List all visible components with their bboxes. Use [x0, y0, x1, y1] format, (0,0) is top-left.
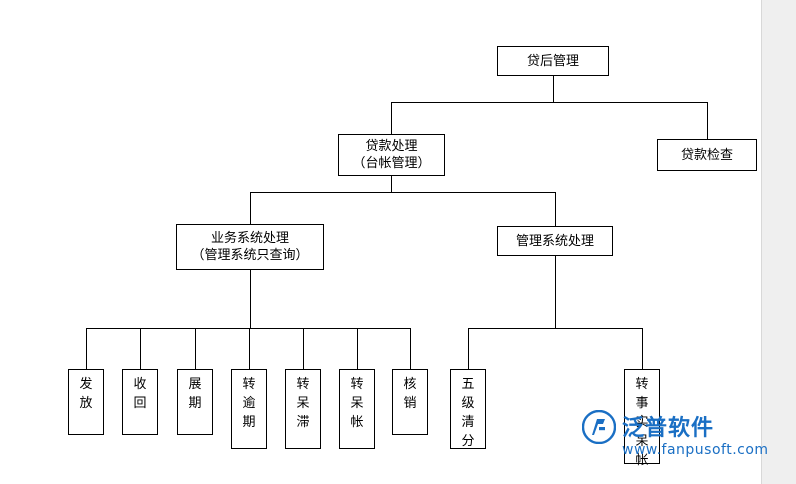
watermark: 泛普软件 www.fanpusoft.com	[582, 408, 768, 470]
edge-to-management-system	[555, 192, 556, 226]
brand-logo-icon	[582, 410, 616, 444]
edge-business-leaf-7	[410, 328, 411, 369]
edge-management-system-stem	[555, 256, 556, 328]
node-business-system: 业务系统处理 （管理系统只查询）	[176, 224, 324, 270]
edge-loan-processing-bus	[250, 192, 555, 193]
edge-business-leaf-3	[195, 328, 196, 369]
node-business-system-label: 业务系统处理 （管理系统只查询）	[191, 231, 309, 263]
edge-business-system-stem	[250, 270, 251, 328]
leaf-to-baddebt-label: 转呆帐	[350, 377, 364, 430]
edge-root-to-loan-processing	[391, 102, 392, 134]
edge-management-leaf-1	[468, 328, 469, 369]
leaf-writeoff-label: 核销	[403, 377, 417, 411]
leaf-recover: 收回	[122, 369, 158, 435]
leaf-to-overdue: 转逾期	[231, 369, 267, 449]
edge-business-leaf-bus	[86, 328, 411, 329]
edge-business-leaf-2	[140, 328, 141, 369]
leaf-extension-label: 展期	[188, 377, 202, 411]
node-loan-processing: 贷款处理 （台帐管理）	[338, 134, 445, 176]
node-root: 贷后管理	[497, 46, 609, 76]
leaf-to-baddebt: 转呆帐	[339, 369, 375, 449]
leaf-issue-label: 发放	[79, 377, 93, 411]
node-loan-processing-label: 贷款处理 （台帐管理）	[352, 139, 431, 171]
node-management-system: 管理系统处理	[497, 226, 613, 256]
leaf-writeoff: 核销	[392, 369, 428, 435]
leaf-to-overdue-label: 转逾期	[242, 377, 256, 430]
edge-root-stem	[553, 76, 554, 102]
page-right-margin-strip	[761, 0, 796, 484]
edge-business-leaf-5	[303, 328, 304, 369]
edge-management-leaf-bus	[468, 328, 643, 329]
leaf-five-category-label: 五级清分	[461, 377, 475, 449]
leaf-issue: 发放	[68, 369, 104, 435]
edge-business-leaf-4	[249, 328, 250, 369]
leaf-to-sluggish: 转呆滞	[285, 369, 321, 449]
leaf-five-category: 五级清分	[450, 369, 486, 449]
edge-root-bus	[391, 102, 707, 103]
edge-to-business-system	[250, 192, 251, 224]
edge-root-to-loan-inspection	[707, 102, 708, 139]
leaf-to-actual-baddebt-label: 转事实呆帐	[635, 377, 649, 468]
leaf-recover-label: 收回	[133, 377, 147, 411]
node-management-system-label: 管理系统处理	[515, 233, 594, 249]
edge-business-leaf-1	[86, 328, 87, 369]
leaf-to-sluggish-label: 转呆滞	[296, 377, 310, 430]
edge-management-leaf-2	[642, 328, 643, 369]
leaf-extension: 展期	[177, 369, 213, 435]
leaf-to-actual-baddebt: 转事实呆帐	[624, 369, 660, 468]
node-loan-inspection-label: 贷款检查	[680, 147, 733, 163]
edge-loan-processing-stem	[391, 176, 392, 192]
node-root-label: 贷后管理	[526, 53, 579, 69]
edge-business-leaf-6	[357, 328, 358, 369]
node-loan-inspection: 贷款检查	[657, 139, 757, 171]
